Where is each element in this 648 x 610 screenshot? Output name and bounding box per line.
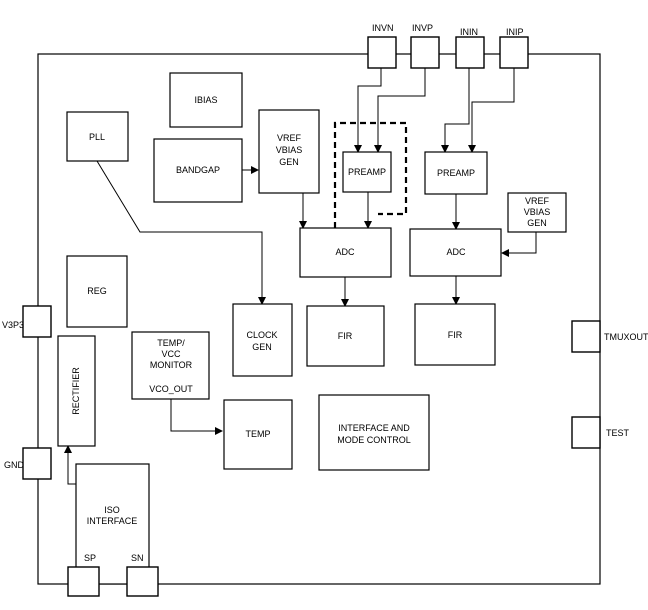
reg-block: REG <box>66 255 128 328</box>
vref-gen-1-line-3: GEN <box>279 157 299 167</box>
monitor-line-2: VCC <box>161 349 181 359</box>
pin-inip: INIP <box>499 27 529 69</box>
pin-gnd: GND <box>4 447 52 480</box>
fir-2-label: FIR <box>448 330 463 340</box>
fir-block-2: FIR <box>414 303 496 366</box>
vref-gen-block-1: VREF VBIAS GEN <box>258 109 320 194</box>
vco-out-label: VCO_OUT <box>149 384 193 394</box>
bandgap-block: BANDGAP <box>153 138 243 203</box>
pin-v3p3-label: V3P3 <box>2 320 24 330</box>
adc-block-2: ADC <box>409 228 502 277</box>
preamp-block-1: PREAMP <box>342 151 392 193</box>
bandgap-label: BANDGAP <box>176 165 220 175</box>
vref-gen-2-line-3: GEN <box>527 218 547 228</box>
pin-invp-label: INVP <box>412 23 433 33</box>
iso-interface-line-2: INTERFACE <box>87 516 138 526</box>
pin-sp-label: SP <box>84 553 96 563</box>
monitor-line-3: MONITOR <box>150 360 193 370</box>
interface-mode-line-1: INTERFACE AND <box>338 423 410 433</box>
fir-block-1: FIR <box>306 305 385 367</box>
pin-inin: ININ <box>455 27 485 69</box>
preamp-1-label: PREAMP <box>348 167 386 177</box>
pin-invn: INVN <box>367 23 397 69</box>
fir-1-label: FIR <box>338 331 353 341</box>
ibias-label: IBIAS <box>194 95 217 105</box>
pin-sn-label: SN <box>131 553 144 563</box>
preamp-2-label: PREAMP <box>437 168 475 178</box>
pin-gnd-label: GND <box>4 460 25 470</box>
interface-mode-line-2: MODE CONTROL <box>337 435 411 445</box>
temp-label: TEMP <box>245 429 270 439</box>
pll-label: PLL <box>89 132 105 142</box>
reg-label: REG <box>87 286 107 296</box>
monitor-line-1: TEMP/ <box>157 338 185 348</box>
connections <box>64 68 537 485</box>
pin-v3p3: V3P3 <box>2 305 52 338</box>
vref-gen-2-line-1: VREF <box>525 196 550 206</box>
pin-tmuxout-label: TMUXOUT <box>604 332 648 342</box>
pin-inin-label: ININ <box>460 27 478 37</box>
pin-test-label: TEST <box>606 428 630 438</box>
adc-2-label: ADC <box>446 247 466 257</box>
iso-interface-line-1: ISO <box>104 505 120 515</box>
interface-mode-control-block: INTERFACE AND MODE CONTROL <box>318 394 430 471</box>
vref-gen-1-line-2: VBIAS <box>276 145 303 155</box>
clock-gen-line-2: GEN <box>252 342 272 352</box>
clock-gen-line-1: CLOCK <box>246 330 277 340</box>
pin-inip-label: INIP <box>506 27 524 37</box>
temp-vcc-monitor-block: TEMP/ VCC MONITOR VCO_OUT <box>131 331 210 400</box>
pin-invn-label: INVN <box>372 23 394 33</box>
vref-gen-2-line-2: VBIAS <box>524 207 551 217</box>
adc-block-1: ADC <box>299 227 392 278</box>
iso-interface-block: ISO INTERFACE <box>75 463 150 585</box>
rectifier-block: RECTIFIER <box>57 335 96 447</box>
ibias-block: IBIAS <box>169 72 243 128</box>
vref-gen-1-line-1: VREF <box>277 133 302 143</box>
adc-1-label: ADC <box>335 247 355 257</box>
clock-gen-block: CLOCK GEN <box>232 303 293 377</box>
pin-invp: INVP <box>410 23 440 69</box>
pin-sn: SN <box>126 553 159 597</box>
pin-test: TEST <box>571 416 630 449</box>
rectifier-label: RECTIFIER <box>71 367 81 415</box>
vref-gen-block-2: VREF VBIAS GEN <box>507 192 567 233</box>
pll-block: PLL <box>66 111 129 162</box>
temp-block: TEMP <box>223 399 293 470</box>
pin-tmuxout: TMUXOUT <box>571 320 648 353</box>
preamp-block-2: PREAMP <box>424 151 488 195</box>
pin-sp: SP <box>67 553 100 597</box>
